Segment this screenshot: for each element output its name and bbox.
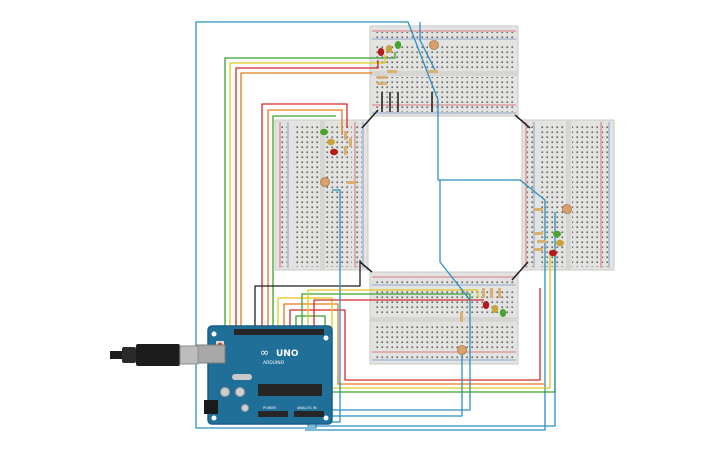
- wire-black-left: [254, 260, 361, 330]
- resistor-icon: [482, 288, 485, 298]
- resistor-icon: [534, 248, 543, 251]
- wire-black-corner-bl: [359, 261, 373, 273]
- breadboard-left[interactable]: [274, 119, 369, 271]
- led-icon: [499, 309, 507, 317]
- led-icon: [377, 48, 385, 56]
- breadboard-top[interactable]: [369, 25, 519, 117]
- breadboard-right[interactable]: [521, 119, 615, 271]
- resistor-icon: [460, 312, 463, 322]
- board-model: ARDUINO: [263, 360, 285, 366]
- wire-red-bottom-2: [313, 299, 484, 330]
- led-icon: [394, 41, 402, 49]
- wire-orange-top: [240, 72, 372, 330]
- resistor-icon: [387, 70, 397, 73]
- usb-cable-icon[interactable]: [110, 344, 199, 366]
- led-icon: [327, 138, 335, 146]
- led-icon: [549, 249, 557, 257]
- resistor-icon: [349, 138, 352, 147]
- led-icon: [320, 128, 328, 136]
- led-group-top[interactable]: [377, 41, 402, 56]
- led-icon: [491, 305, 499, 313]
- ldr-sensor-icon: [562, 204, 572, 214]
- wire-black-top-legs: [381, 92, 433, 112]
- wire-black-corner-tr: [514, 114, 531, 129]
- led-group-left[interactable]: [320, 128, 338, 156]
- resistor-icon: [377, 82, 387, 85]
- resistors-left[interactable]: [344, 131, 356, 184]
- wire-black-corner-br: [511, 261, 529, 281]
- arduino-uno-board[interactable]: ∞ UNO ARDUINO POWER ANALOG IN: [196, 325, 333, 425]
- ldr-sensor-icon: [429, 40, 439, 50]
- resistors-top[interactable]: [377, 70, 438, 85]
- analog-label: ANALOG IN: [297, 406, 317, 410]
- resistor-icon: [344, 146, 347, 155]
- resistor-icon: [377, 76, 387, 79]
- wire-blue-top-down: [419, 22, 436, 71]
- led-icon: [385, 45, 393, 53]
- resistor-icon: [534, 232, 543, 235]
- led-icon: [553, 230, 561, 238]
- wire-orange-bottom: [283, 303, 545, 385]
- wire-green-bottom-2: [301, 293, 471, 330]
- wires: [195, 21, 556, 431]
- breadboard-bottom[interactable]: [369, 271, 519, 365]
- wire-red-left: [261, 103, 348, 330]
- atmega-chip: [258, 384, 322, 396]
- power-label: POWER: [263, 406, 277, 410]
- wire-red-bottom: [289, 288, 541, 381]
- wire-yellow-bottom-2: [307, 289, 479, 330]
- resistors-bottom[interactable]: [460, 288, 501, 322]
- power-jack: [204, 400, 218, 414]
- ldr-sensor-icon: [320, 177, 330, 187]
- resistor-icon: [344, 131, 347, 140]
- resistor-icon: [534, 208, 543, 211]
- resistor-icon: [490, 288, 493, 298]
- led-icon: [482, 301, 490, 309]
- led-icon: [556, 239, 564, 247]
- wire-orange-left: [267, 109, 343, 330]
- brand-infinity-logo: ∞: [260, 346, 269, 359]
- led-group-bottom[interactable]: [482, 301, 507, 317]
- resistors-right[interactable]: [534, 208, 546, 251]
- wire-yellow-top: [229, 55, 386, 330]
- resistor-icon: [428, 70, 438, 73]
- wire-green-left: [272, 115, 336, 330]
- board-brand: UNO: [276, 349, 299, 359]
- wire-green-top: [224, 52, 396, 330]
- resistor-icon: [347, 181, 356, 184]
- wire-red-top: [235, 60, 379, 330]
- wire-blue-outer: [195, 21, 546, 431]
- wire-black-corner-tl: [361, 109, 379, 129]
- resistor-icon: [537, 240, 546, 243]
- led-icon: [330, 148, 338, 156]
- led-group-right[interactable]: [549, 230, 564, 257]
- resistor-icon: [498, 288, 501, 298]
- ldr-sensor-icon: [457, 345, 467, 355]
- usb-port: [196, 344, 226, 364]
